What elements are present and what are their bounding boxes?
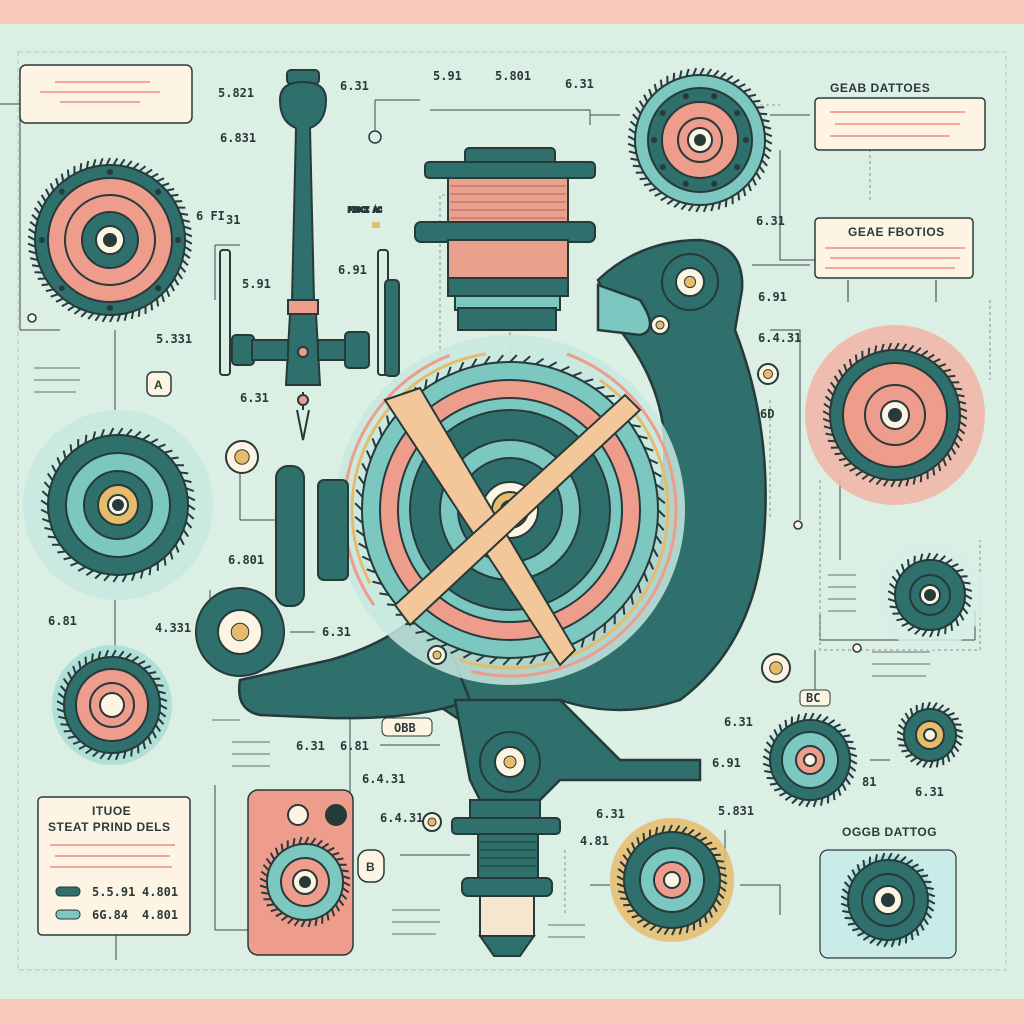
pb-hole-2	[325, 804, 347, 826]
pin-4	[422, 812, 442, 832]
pb-hole-1	[287, 804, 309, 826]
svg-text:6.91: 6.91	[712, 756, 741, 770]
svg-text:6D: 6D	[760, 407, 774, 421]
svg-text:6 FI: 6 FI	[196, 209, 225, 223]
pin-6	[427, 645, 447, 665]
callout-gear-datasheet: GEAB DATTOES	[814, 81, 986, 151]
legend-title: ITUOE	[92, 804, 131, 818]
right-mid-gear	[805, 325, 985, 505]
svg-text:6.31: 6.31	[322, 625, 351, 639]
legend-row2-a: 6G.84	[92, 908, 128, 922]
svg-text:5.831: 5.831	[718, 804, 754, 818]
right-lower-gear	[762, 712, 858, 808]
legend-row1-b: 4.801	[142, 885, 178, 899]
pin-2	[757, 363, 779, 385]
crank-tag: OBB	[381, 717, 433, 737]
upper-arm-bearing	[661, 253, 719, 311]
svg-text:6.4.31: 6.4.31	[362, 772, 405, 786]
svg-text:6.4.31: 6.4.31	[380, 811, 423, 825]
gear-datasheet-title: GEAB DATTOES	[830, 81, 930, 95]
gear-ratios-title: OGGB DATTOG	[842, 825, 937, 839]
gear-profile-title: GEAE FBOTIOS	[848, 225, 945, 239]
svg-text:OBB: OBB	[394, 721, 416, 735]
svg-text:6.91: 6.91	[338, 263, 367, 277]
svg-text:B: B	[366, 860, 375, 874]
svg-text:6.81: 6.81	[340, 739, 369, 753]
left-mid-gear	[23, 410, 213, 600]
pin-3	[761, 653, 791, 683]
svg-text:6.831: 6.831	[220, 131, 256, 145]
handle-knob-assembly	[219, 69, 400, 441]
legend-row1-a: 5.5.91	[92, 885, 135, 899]
svg-text:6.31: 6.31	[915, 785, 944, 799]
svg-text:6.801: 6.801	[228, 553, 264, 567]
svg-text:6.31: 6.31	[296, 739, 325, 753]
svg-text:81: 81	[862, 775, 876, 789]
svg-text:6.31: 6.31	[340, 79, 369, 93]
dimension-labels: 5.821 6.31 5.91 5.801 6.31 6.831 6 FI 31…	[48, 69, 944, 848]
svg-text:6.4.31: 6.4.31	[758, 331, 801, 345]
far-right-small-gear	[896, 701, 964, 769]
badge-b: B	[357, 849, 385, 883]
right-small-gear	[875, 540, 985, 650]
svg-text:6.81: 6.81	[48, 614, 77, 628]
svg-text:5.91: 5.91	[242, 277, 271, 291]
bottom-right-gear	[840, 852, 936, 948]
legend-swatch-light	[55, 909, 81, 920]
inner-frame	[17, 51, 1007, 971]
svg-text:6.91: 6.91	[758, 290, 787, 304]
top-left-gear	[27, 157, 193, 323]
callout-top-left	[19, 64, 193, 124]
svg-text:6.31: 6.31	[240, 391, 269, 405]
note-scribbles	[34, 367, 930, 938]
arm-pivot-bearing	[479, 731, 541, 793]
left-bottom-gear	[52, 645, 172, 765]
legend-box: ITUOE STEAT PRIND DELS 5.5.91 4.801 6G.8…	[37, 796, 191, 936]
badge-a: A	[146, 371, 172, 397]
left-arm-bearing	[195, 587, 285, 677]
legend-swatch-dark	[55, 886, 81, 897]
callout-gear-profile: GEAE FBOTIOS	[814, 217, 974, 302]
pink-block-gear	[259, 836, 351, 928]
pin-markers	[27, 130, 862, 653]
spool-assembly: PIOCI AC	[347, 147, 596, 331]
svg-text:BC: BC	[806, 691, 820, 705]
small-tag-bc: BC	[799, 689, 831, 707]
legend-subtitle: STEAT PRIND DELS	[48, 820, 170, 834]
svg-text:31: 31	[226, 213, 240, 227]
top-right-gear	[627, 67, 773, 213]
crank-pieces	[275, 386, 642, 667]
svg-text:4.81: 4.81	[580, 834, 609, 848]
spool-label: PIOCI AC	[348, 206, 382, 214]
svg-text:6.31: 6.31	[596, 807, 625, 821]
pin-1	[225, 440, 259, 474]
svg-text:6.31: 6.31	[724, 715, 753, 729]
svg-text:6.31: 6.31	[565, 77, 594, 91]
svg-text:5.91: 5.91	[433, 69, 462, 83]
reel-foot	[451, 799, 561, 957]
svg-text:5.331: 5.331	[156, 332, 192, 346]
pin-5	[650, 315, 670, 335]
svg-text:5.801: 5.801	[495, 69, 531, 83]
svg-text:4.331: 4.331	[155, 621, 191, 635]
svg-text:6.31: 6.31	[756, 214, 785, 228]
legend-row2-b: 4.801	[142, 908, 178, 922]
svg-text:A: A	[154, 378, 163, 392]
svg-text:5.821: 5.821	[218, 86, 254, 100]
bottom-center-gear	[610, 818, 734, 942]
